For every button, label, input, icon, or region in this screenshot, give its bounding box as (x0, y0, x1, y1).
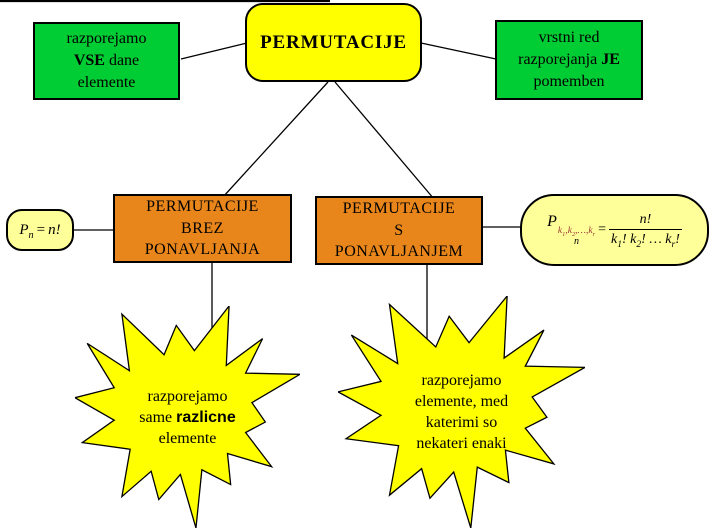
note-line: razporejamo (66, 30, 147, 47)
star-text: razporejamo elemente, med katerimi so ne… (414, 372, 509, 452)
note-line: VSE dane (73, 52, 140, 69)
branch-line: S (394, 221, 404, 239)
branch-line: PERMUTACIJE (146, 198, 259, 216)
page-title: PERMUTACIJE (260, 31, 407, 53)
branch-line: PERMUTACIJE (342, 200, 456, 218)
formula-text: Pn=n! (19, 221, 61, 241)
branch-line: PONAVLJANJEM (334, 243, 464, 261)
star-text: razporejamo same razlicne elemente (139, 387, 236, 447)
box-permutations-without-repetition: PERMUTACIJE BREZ PONAVLJANJA (113, 194, 292, 263)
note-line: vrstni red (538, 29, 600, 46)
title-box-permutations: PERMUTACIJE (245, 3, 422, 82)
note-line: pomemben (533, 73, 605, 90)
branch-line: PONAVLJANJA (144, 241, 261, 259)
superscript-indices: k1,k2,…,kr (557, 226, 596, 239)
branch-line: BREZ (181, 219, 224, 237)
box-permutations-with-repetition: PERMUTACIJE S PONAVLJANJEM (315, 196, 483, 265)
explosion-shape (338, 296, 585, 528)
denominator: k1! k2! … kr! (611, 232, 680, 250)
note-order-matters: vrstni red razporejanja JE pomemben (495, 20, 643, 100)
note-arrange-all-elements: razporejamo VSE dane elemente (33, 22, 180, 100)
starburst-some-equal-elements: razporejamo elemente, med katerimi so ne… (338, 296, 585, 528)
numerator: n! (609, 212, 682, 230)
note-line: razporejanja JE (518, 51, 620, 68)
explosion-shape (75, 306, 300, 528)
note-line: elemente (77, 74, 136, 91)
fraction: n! k1! k2! … kr! (609, 212, 682, 250)
equals-sign: = (598, 222, 607, 237)
starburst-different-elements: razporejamo same razlicne elemente (75, 306, 300, 528)
formula-pn-factorial: Pn=n! (6, 209, 74, 251)
